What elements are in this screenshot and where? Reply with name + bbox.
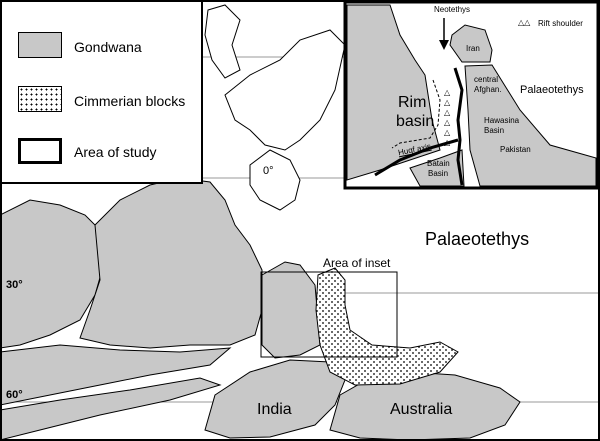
inset-hawasina-basin-label: Basin [484, 126, 505, 135]
inset-rift [453, 67, 464, 186]
legend-label-study-area: Area of study [74, 144, 157, 160]
legend-label-cimmerian: Cimmerian blocks [74, 93, 186, 109]
australia-label: Australia [390, 401, 453, 418]
inset-rim-label: Rim [398, 94, 427, 111]
area-of-inset-label: Area of inset [323, 256, 391, 270]
study-area-swatch [18, 138, 62, 164]
inset-hawasina-label: Hawasina [484, 116, 520, 125]
legend-label-gondwana: Gondwana [74, 39, 142, 55]
inset-central-afghan-pakistan [464, 64, 597, 187]
inset-iran-label: Iran [466, 44, 480, 53]
rift-shoulder-symbol: △△ [518, 18, 531, 27]
inset-palaeotethys-label: Palaeotethys [520, 84, 584, 96]
inset-batain-basin-label: Basin [428, 169, 449, 178]
gondwana-swatch [18, 32, 62, 58]
northern-fragment [249, 149, 301, 211]
india-label: India [257, 401, 292, 418]
latitude-label-0: 0° [263, 165, 274, 177]
inset-central-label: central [474, 75, 499, 84]
area-of-inset-box [260, 271, 398, 358]
inset-rift-branch [374, 138, 459, 177]
inset-afghan-label: Afghan. [474, 85, 502, 94]
inset-pakistan-label: Pakistan [500, 145, 531, 154]
inset-map [343, 0, 600, 190]
northern-fragment [224, 29, 346, 151]
arrowhead [439, 40, 449, 50]
legend: Gondwana Cimmerian blocks Area of study [0, 0, 203, 184]
palaeotethys-label: Palaeotethys [425, 229, 530, 249]
inset-neotethys-label: Neotethys [434, 5, 471, 14]
gondwana-africa [79, 177, 263, 349]
inset-batain-label: Batain [427, 159, 450, 168]
cimmerian-blocks [315, 267, 459, 386]
gondwana-india [204, 359, 346, 439]
rim-basin-boundary [391, 79, 441, 149]
rift-shoulder-triangles: △△△△△△ [444, 88, 451, 147]
northern-fragment [204, 4, 241, 79]
inset-batain [409, 149, 465, 187]
inset-arabia [346, 4, 441, 181]
latitude-label-30: 30° [6, 279, 23, 291]
latitude-label-60: 60° [6, 389, 23, 401]
gondwana-antarctica [0, 344, 232, 406]
cimmerian-swatch [18, 86, 62, 112]
gondwana-arabia [261, 261, 321, 359]
gondwana-south-strip [0, 377, 222, 441]
inset-basin-label: basin [396, 113, 435, 130]
inset-rift-shoulder-label: Rift shoulder [538, 19, 583, 28]
inset-iran [449, 24, 493, 63]
